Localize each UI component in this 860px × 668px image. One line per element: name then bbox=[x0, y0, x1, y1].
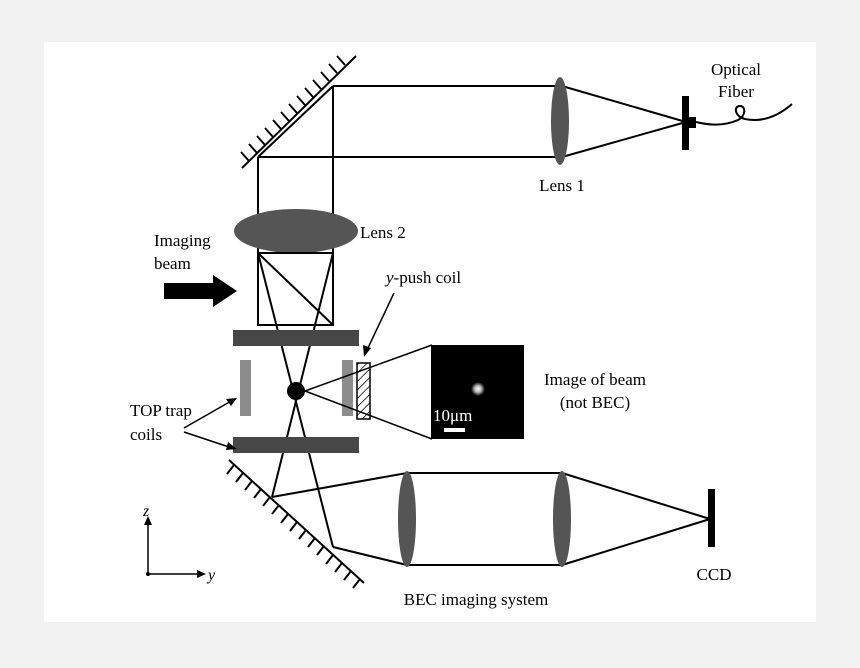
y-push-coil bbox=[356, 362, 371, 420]
imaging-beam-arrow bbox=[164, 275, 237, 307]
scale-bar bbox=[444, 428, 465, 432]
imaging-beam-label-1: Imaging bbox=[154, 231, 211, 250]
optical-fiber bbox=[682, 96, 793, 150]
scale-bar-label: 10μm bbox=[433, 406, 472, 425]
optical-fiber-label-1: Optical bbox=[711, 60, 761, 79]
beam-splitter-cube bbox=[257, 252, 334, 326]
imaging-lens-2 bbox=[553, 471, 571, 567]
upper-beam-path bbox=[257, 85, 687, 252]
y-push-italic: y bbox=[384, 268, 394, 287]
axis-z-label: z bbox=[142, 503, 150, 520]
side-coil-left bbox=[240, 360, 251, 416]
top-coil-lower bbox=[233, 437, 359, 453]
fiber-cable bbox=[695, 103, 793, 126]
top-trap-label-1: TOP trap bbox=[130, 401, 192, 420]
atom-cloud bbox=[287, 382, 305, 400]
crossing-beams bbox=[257, 252, 334, 548]
push-beam bbox=[304, 344, 433, 440]
top-coil-upper bbox=[233, 330, 359, 346]
top-trap-arrowhead-lower bbox=[226, 442, 237, 450]
coordinate-axes bbox=[147, 522, 200, 575]
lens-1 bbox=[551, 77, 569, 165]
beam-spot bbox=[471, 382, 485, 396]
axis-y-label: y bbox=[206, 567, 216, 584]
bottom-mirror bbox=[226, 459, 365, 589]
top-trap-label-2: coils bbox=[130, 425, 162, 444]
figure-canvas bbox=[44, 42, 816, 622]
y-push-coil-label: y-push coil bbox=[384, 268, 461, 287]
lens-2 bbox=[234, 209, 358, 253]
optical-fiber-label-2: Fiber bbox=[718, 82, 754, 101]
imaging-system-beam bbox=[271, 472, 711, 566]
bec-imaging-system-label: BEC imaging system bbox=[404, 590, 549, 609]
image-of-beam-label-2: (not BEC) bbox=[560, 393, 630, 412]
image-of-beam-label-1: Image of beam bbox=[544, 370, 646, 389]
z-axis-arrowhead bbox=[144, 516, 152, 525]
imaging-lens-1 bbox=[398, 471, 416, 567]
y-push-arrowhead bbox=[363, 345, 371, 357]
y-axis-arrowhead bbox=[197, 570, 206, 578]
top-trap-arrowhead-upper bbox=[226, 398, 237, 406]
axes-origin bbox=[146, 572, 150, 576]
ccd-detector bbox=[708, 489, 715, 547]
imaging-beam-label-2: beam bbox=[154, 254, 191, 273]
ccd-label: CCD bbox=[697, 565, 732, 584]
lens-1-label: Lens 1 bbox=[539, 176, 585, 195]
top-trap-arrows bbox=[183, 399, 234, 449]
fiber-ferrule bbox=[687, 117, 696, 128]
lens-2-label: Lens 2 bbox=[360, 223, 406, 242]
side-coil-right bbox=[342, 360, 353, 416]
y-push-rest: -push coil bbox=[394, 268, 462, 287]
fiber-connector bbox=[682, 96, 689, 150]
top-mirror bbox=[240, 55, 357, 169]
y-push-arrow-line bbox=[366, 292, 395, 351]
